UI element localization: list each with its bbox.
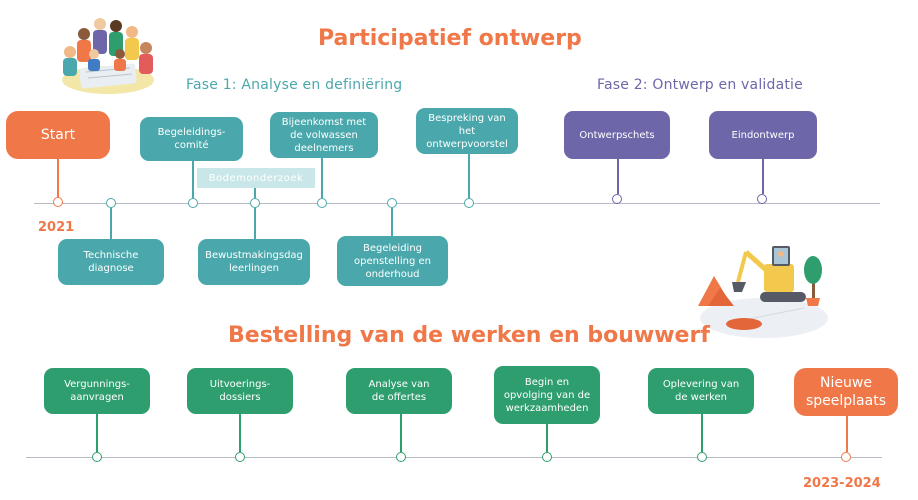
connector <box>546 424 548 452</box>
year-end: 2023-2024 <box>803 476 881 491</box>
connector <box>254 208 256 239</box>
milestone-begeleidingscomite: Begeleidings- comité <box>140 117 243 161</box>
connector <box>701 414 703 452</box>
connector <box>762 159 764 194</box>
milestone-begin-opvolging: Begin en opvolging van de werkzaamheden <box>494 366 600 424</box>
milestone-bewustmakingsdag: Bewustmakingsdag leerlingen <box>198 239 310 285</box>
connector <box>254 188 256 198</box>
connector <box>846 416 848 452</box>
timeline-node <box>188 198 198 208</box>
milestone-analyse-offertes: Analyse van de offertes <box>346 368 452 414</box>
timeline-2-line <box>26 457 882 458</box>
timeline-node <box>317 198 327 208</box>
phase1-label: Fase 1: Analyse en definiëring <box>186 77 403 93</box>
connector <box>192 161 194 198</box>
timeline-1-line <box>34 203 880 204</box>
timeline-node <box>612 194 622 204</box>
connector <box>400 414 402 452</box>
milestone-vergunningsaanvragen: Vergunnings- aanvragen <box>44 368 150 414</box>
people-group-illustration <box>62 18 154 94</box>
milestone-uitvoeringsdossiers: Uitvoerings- dossiers <box>187 368 293 414</box>
timeline-node <box>757 194 767 204</box>
connector <box>321 158 323 198</box>
connector <box>468 154 470 198</box>
milestone-nieuwe-speelplaats: Nieuwe speelplaats <box>794 368 898 416</box>
milestone-bespreking: Bespreking van het ontwerpvoorstel <box>416 108 518 154</box>
timeline-node <box>464 198 474 208</box>
timeline-node <box>235 452 245 462</box>
excavator-illustration <box>698 246 828 338</box>
milestone-begeleiding-openstelling: Begeleiding openstelling en onderhoud <box>337 236 448 286</box>
connector <box>617 159 619 194</box>
connector <box>391 208 393 236</box>
timeline-node <box>92 452 102 462</box>
timeline-node <box>542 452 552 462</box>
milestone-start: Start <box>6 111 110 159</box>
phase2-label: Fase 2: Ontwerp en validatie <box>597 77 803 93</box>
timeline-node <box>697 452 707 462</box>
milestone-eindontwerp: Eindontwerp <box>709 111 817 159</box>
timeline-node <box>106 198 116 208</box>
milestone-technische-diagnose: Technische diagnose <box>58 239 164 285</box>
milestone-ontwerpschets: Ontwerpschets <box>564 111 670 159</box>
milestone-bijeenkomst: Bijeenkomst met de volwassen deelnemers <box>270 112 378 158</box>
connector <box>96 414 98 452</box>
milestone-oplevering: Oplevering van de werken <box>648 368 754 414</box>
section2-title: Bestelling van de werken en bouwwerf <box>228 323 710 348</box>
timeline-node <box>250 198 260 208</box>
timeline-node <box>841 452 851 462</box>
timeline-node <box>387 198 397 208</box>
timeline-node <box>396 452 406 462</box>
section1-title: Participatief ontwerp <box>318 26 582 51</box>
year-start: 2021 <box>38 220 75 235</box>
timeline-node <box>53 197 63 207</box>
chip-bodemonderzoek: Bodemonderzoek <box>197 168 315 188</box>
connector <box>239 414 241 452</box>
connector <box>57 159 59 197</box>
connector <box>110 208 112 239</box>
